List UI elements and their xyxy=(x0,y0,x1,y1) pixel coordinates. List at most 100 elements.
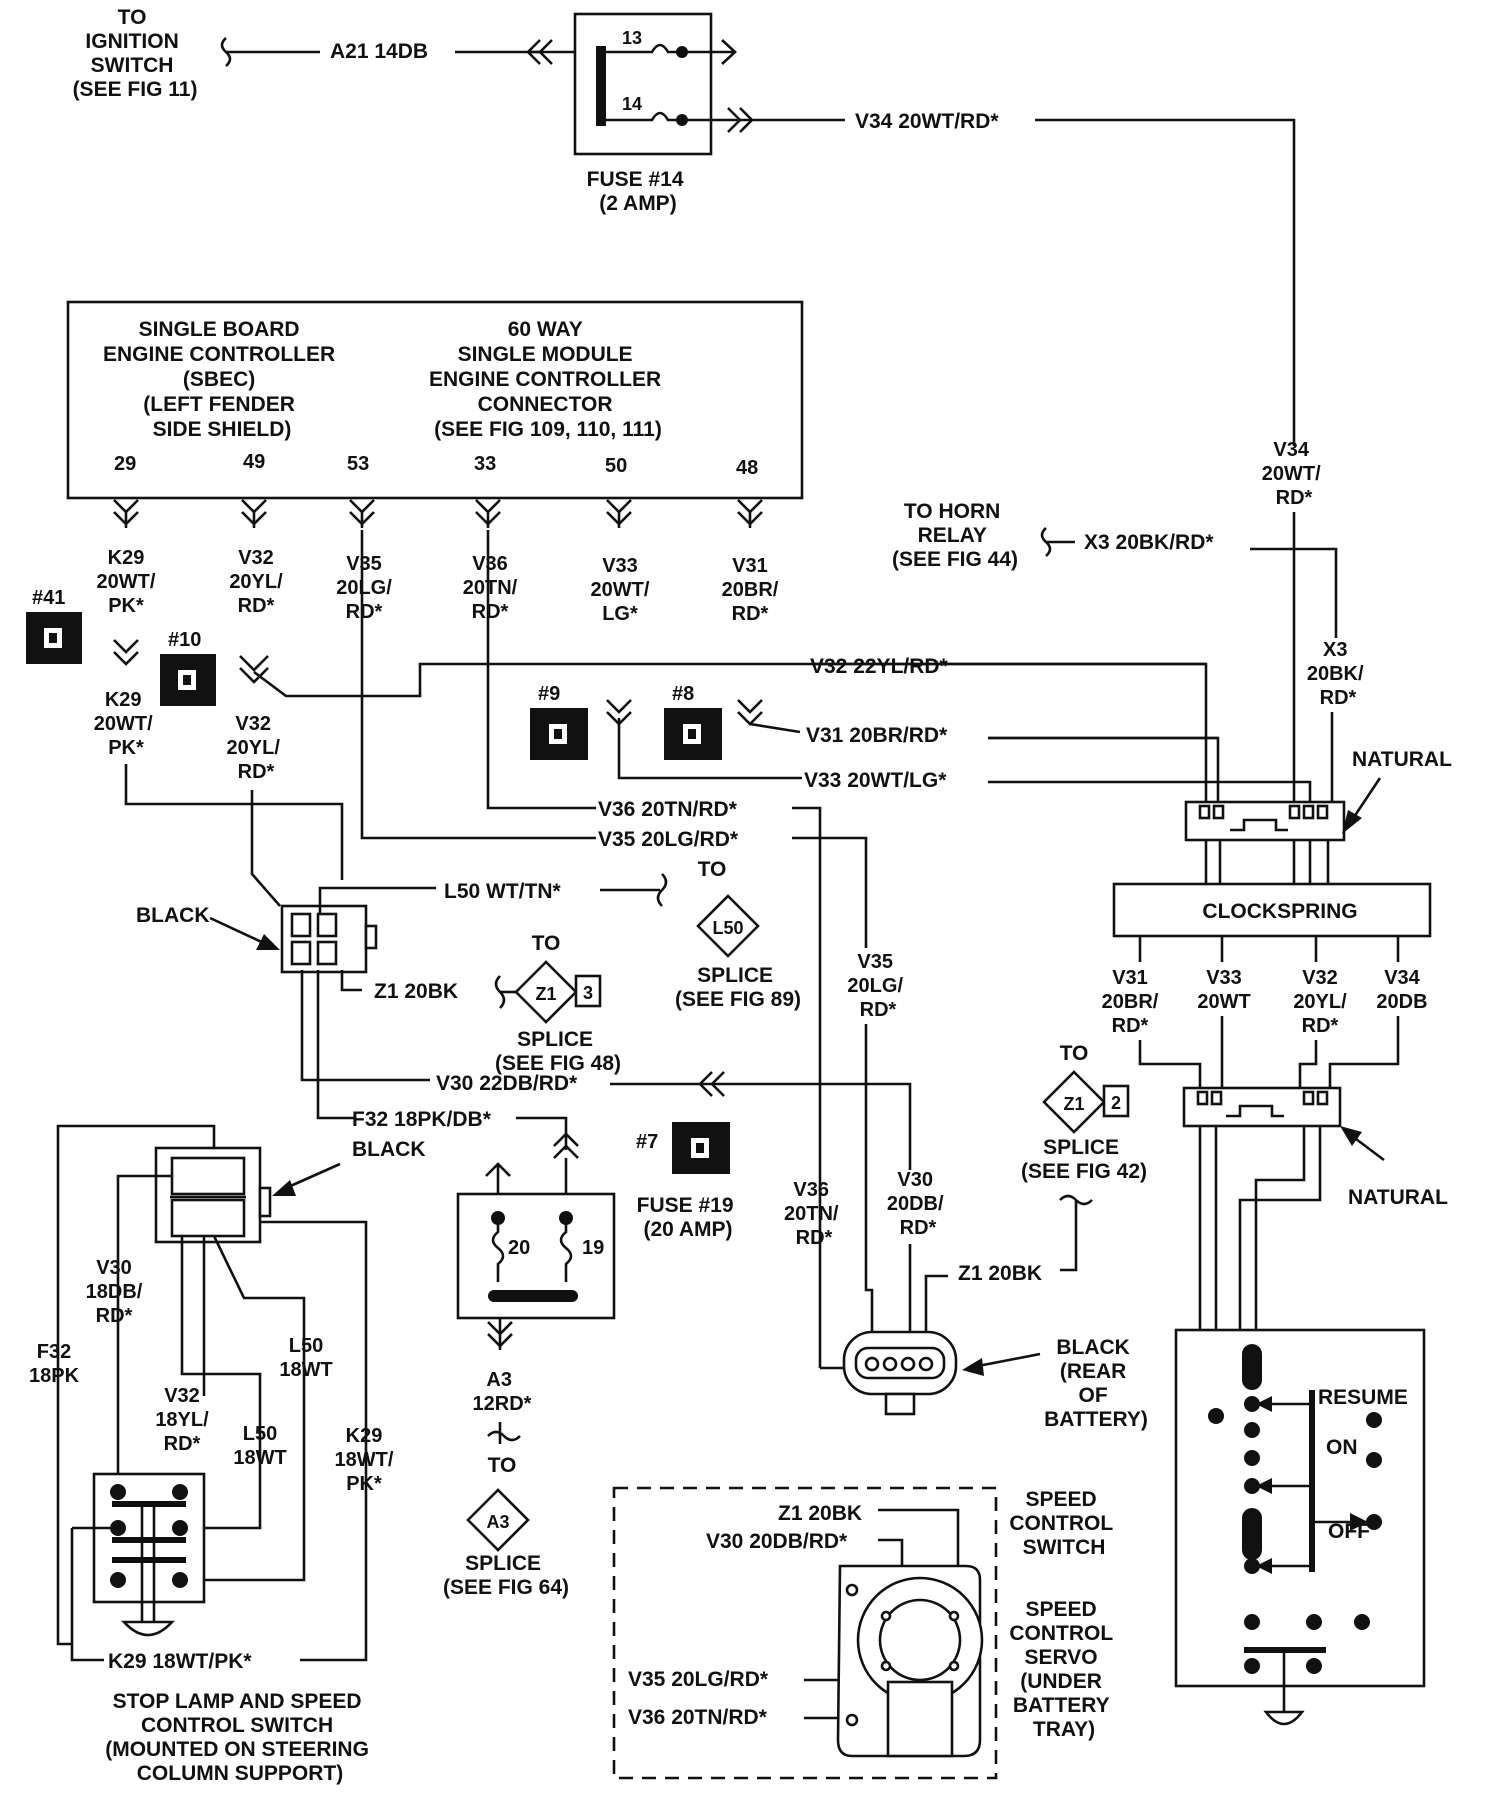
to-l50: TO xyxy=(698,858,727,881)
ignition-group: TO IGNITION SWITCH (SEE FIG 11) A21 14DB xyxy=(73,6,602,101)
v30-22-label: V30 22DB/RD* xyxy=(436,1072,578,1095)
cs-drop-1 xyxy=(1138,1040,1202,1090)
pin-b xyxy=(1212,804,1225,820)
sl-dot-3 xyxy=(110,1520,126,1536)
sw-dot-3 xyxy=(1244,1450,1260,1466)
wire-v35-run xyxy=(360,530,596,840)
fuse19-pin20: 20 xyxy=(508,1237,530,1259)
z1a-diamond xyxy=(514,960,578,1024)
natural-top-label: NATURAL xyxy=(1352,748,1452,771)
black-a-latch xyxy=(364,924,378,950)
wire-v31-run xyxy=(988,736,1220,806)
wire-l50-18a xyxy=(194,1235,306,1582)
fuse19-label: FUSE #19 (20 AMP) xyxy=(637,1194,740,1241)
black-a-arrowhead xyxy=(256,934,280,950)
servo-v30-label: V30 20DB/RD* xyxy=(706,1530,848,1553)
splice64-label: SPLICE (SEE FIG 64) xyxy=(443,1552,569,1599)
chev-50 xyxy=(606,499,632,528)
wire-f32-right xyxy=(516,1116,568,1150)
servo-dashed-box xyxy=(612,1486,998,1780)
z1a-box xyxy=(574,974,602,1008)
chevrons-14 xyxy=(727,107,754,133)
servo-mount-1 xyxy=(845,1583,859,1597)
harness-labels: V32 22YL/RD* V31 20BR/RD* V33 20WT/LG* V… xyxy=(360,530,1312,1368)
sbec-label: SINGLE BOARD ENGINE CONTROLLER (SBEC) (L… xyxy=(103,318,341,441)
black-rear-arrow xyxy=(977,1352,1041,1368)
pin-c xyxy=(1288,804,1301,820)
l50-diamond xyxy=(696,894,760,958)
black-rear-arrowhead xyxy=(962,1358,984,1376)
v30-low-label: V30 20DB/ RD* xyxy=(887,1169,949,1239)
off-dot xyxy=(1366,1514,1382,1530)
z1b-num: 2 xyxy=(1111,1093,1121,1113)
chev-48 xyxy=(737,499,763,528)
wire-z1-out xyxy=(340,970,362,992)
black-b-top-slot xyxy=(170,1156,246,1196)
splice89-label: SPLICE (SEE FIG 89) xyxy=(675,964,801,1011)
sw-bottom-dot-1 xyxy=(1244,1614,1260,1630)
z1-left-label: Z1 20BK xyxy=(374,980,458,1003)
z1b-tag: Z1 xyxy=(1063,1094,1084,1114)
v35-mid-label: V35 20LG/ RD* xyxy=(847,951,908,1021)
sw-dot-6 xyxy=(1208,1408,1224,1424)
a21-label: A21 14DB xyxy=(330,40,428,63)
v32-label-b: V32 20YL/ RD* xyxy=(227,713,286,783)
natural-bottom-label: NATURAL xyxy=(1348,1186,1448,1209)
resume-label: RESUME xyxy=(1318,1386,1408,1409)
fuse14-pin14: 14 xyxy=(622,94,642,114)
to-ignition-label: TO IGNITION SWITCH (SEE FIG 11) xyxy=(73,6,198,101)
wire-v31-gap xyxy=(749,722,801,734)
fuse-19: 20 19 FUSE #19 (20 AMP) A3 12RD* TO A3 S… xyxy=(443,1132,740,1599)
wire-v36-run xyxy=(486,530,596,810)
z1a-tag: Z1 xyxy=(535,984,556,1004)
v34-top-label: V34 20WT/RD* xyxy=(855,110,999,133)
black-rear-label: BLACK (REAR OF BATTERY) xyxy=(1044,1336,1148,1431)
black-b-bot-slot xyxy=(170,1198,246,1238)
sw-bottom-dot-2 xyxy=(1306,1614,1322,1630)
on-dot xyxy=(1366,1452,1382,1468)
sl-dot-4 xyxy=(172,1520,188,1536)
ground-7-label: #7 xyxy=(636,1131,658,1153)
v33-20-label: V33 20WT/LG* xyxy=(804,769,947,792)
servo-stud-2 xyxy=(948,1610,960,1622)
pin-50: 50 xyxy=(605,455,627,477)
v30-chevrons xyxy=(698,1071,725,1097)
switch-housing xyxy=(1174,1328,1426,1688)
clockspring-box xyxy=(1112,882,1432,938)
wire-v34-run xyxy=(1035,118,1296,446)
black-rear-connector: V36 20TN/ RD* V30 20DB/ RD* BLACK (REAR … xyxy=(784,1169,1148,1431)
x3-label: X3 20BK/RD* xyxy=(1084,531,1214,554)
pin-a xyxy=(1198,804,1211,820)
sw-dot-5 xyxy=(1244,1558,1260,1574)
sw-bottom-dot-5 xyxy=(1306,1658,1322,1674)
switch-contact-top xyxy=(1242,1344,1262,1390)
wire-v35-lower xyxy=(864,1024,874,1356)
pin-d xyxy=(1302,804,1315,820)
servo-diaphragm-inner xyxy=(878,1598,962,1682)
natural-top-arrow xyxy=(1350,777,1382,821)
pin-29: 29 xyxy=(114,453,136,475)
wire-f32-out xyxy=(316,970,354,1120)
wire-v32-splice xyxy=(253,662,1208,806)
sl-dot-6 xyxy=(172,1572,188,1588)
fuse19-element-19 xyxy=(559,1218,573,1282)
v35-20-label: V35 20LG/RD* xyxy=(598,828,739,851)
z1-mid-label: Z1 20BK xyxy=(958,1262,1042,1285)
x3-label-b: X3 20BK/ RD* xyxy=(1307,639,1369,709)
sw-dot-2 xyxy=(1244,1422,1260,1438)
black-b-latch xyxy=(258,1186,272,1218)
f32-18-label: F32 18PK/DB* xyxy=(352,1108,492,1131)
fuse14-element-14 xyxy=(602,111,682,122)
ground-10-core xyxy=(183,675,191,685)
wire-z1-to-battery xyxy=(924,1274,948,1332)
sbec-pin-chevrons xyxy=(113,499,763,528)
stop-lamp-switch: K29 18WT/PK* STOP LAMP AND SPEED CONTROL… xyxy=(70,1472,369,1785)
to-z1a: TO xyxy=(532,932,561,955)
